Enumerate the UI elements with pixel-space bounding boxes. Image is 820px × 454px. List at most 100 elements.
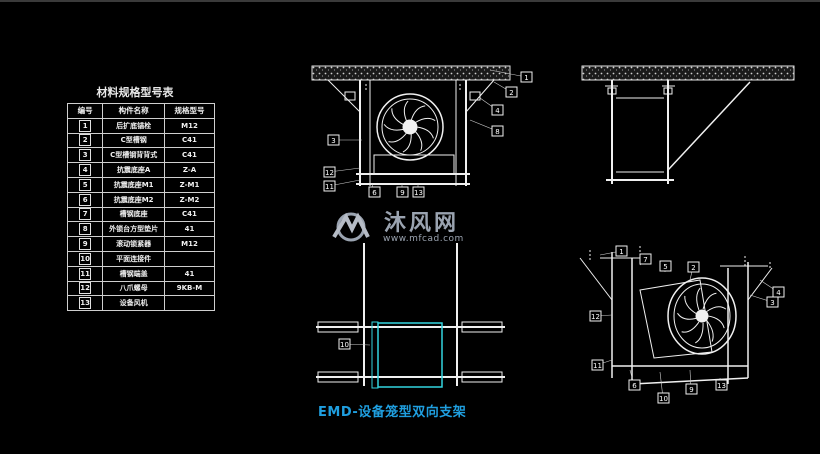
- callout-iso-view-5: 5: [659, 260, 672, 272]
- callout-box: [368, 186, 381, 198]
- callout-number: 8: [495, 128, 499, 136]
- callout-number: 1: [619, 248, 623, 256]
- row-number-cell: 13: [66, 295, 104, 312]
- callout-iso-view-4: 4: [759, 279, 785, 298]
- iso-base-rail-2: [631, 377, 749, 385]
- callout-number: 9: [400, 189, 404, 197]
- bottom-left-base-clip: [317, 371, 359, 383]
- callout-number: 4: [495, 107, 500, 115]
- drawing-caption: EMD-设备笼型双向支架: [318, 405, 467, 420]
- watermark-url: www.mfcad.com: [383, 234, 464, 244]
- callout-front-view-12: 12: [323, 166, 361, 178]
- fan-blade: [383, 124, 404, 131]
- callout-number: 2: [509, 89, 513, 97]
- callout-front-view-11: 11: [323, 179, 361, 192]
- row-spec: [164, 295, 215, 312]
- callout-iso-view-3: 3: [749, 294, 779, 308]
- front-right-brace-plate: [469, 91, 481, 101]
- callout-leader: [489, 69, 527, 78]
- callout-number: 7: [643, 256, 647, 264]
- header-number: 编号: [66, 103, 104, 119]
- callout-box: [659, 260, 672, 272]
- row-number-box: 12: [79, 282, 92, 295]
- iso-fan-blades: [677, 287, 727, 344]
- fan-blade: [706, 320, 714, 342]
- callout-box: [412, 186, 425, 198]
- callout-front-view-4: 4: [479, 97, 504, 116]
- callout-box: [323, 166, 336, 178]
- iso-fan-inner-ring: [673, 283, 731, 349]
- row-number-box: 13: [79, 297, 92, 310]
- callout-number: 13: [414, 189, 423, 197]
- callout-number: 9: [689, 386, 693, 394]
- row-number-box: 2: [79, 134, 92, 147]
- row-number-box: 10: [79, 252, 92, 265]
- front-fan-base: [373, 154, 455, 175]
- table-title: 材料规格型号表: [96, 86, 174, 99]
- callout-box: [591, 359, 604, 371]
- side-concrete-slab: [581, 65, 795, 81]
- side-right-bracket: [663, 87, 673, 95]
- callout-front-view-6: 6: [368, 183, 381, 198]
- bottom-fan-flange: [371, 321, 379, 389]
- fan-blade: [702, 292, 717, 310]
- fan-blade: [416, 126, 434, 139]
- callout-box: [338, 338, 351, 350]
- callout-box: [715, 379, 728, 391]
- callout-box: [628, 379, 641, 391]
- bottom-left-clip: [317, 321, 359, 333]
- callout-box: [323, 180, 336, 192]
- fan-hub: [402, 119, 418, 135]
- row-number-box: 4: [79, 164, 92, 177]
- iso-fan-ring: [667, 277, 737, 355]
- callout-number: 10: [659, 395, 668, 403]
- callout-box: [766, 296, 779, 308]
- callout-box: [687, 261, 700, 273]
- front-left-brace-plate: [344, 91, 356, 101]
- bottom-right-clip: [461, 321, 503, 333]
- front-left-brace: [327, 79, 361, 113]
- callout-box: [520, 71, 533, 83]
- callout-box: [327, 134, 340, 146]
- fan-blade: [410, 105, 426, 121]
- fan-outer-ring: [376, 93, 444, 161]
- callout-number: 3: [770, 299, 774, 307]
- front-view: [311, 65, 511, 186]
- row-number-box: 8: [79, 223, 92, 236]
- callout-box: [685, 383, 698, 395]
- callout-iso-view-11: 11: [591, 359, 613, 371]
- callout-number: 11: [593, 362, 602, 370]
- callout-number: 6: [632, 382, 637, 390]
- callout-iso-view-10: 10: [657, 371, 670, 404]
- callout-front-view-1: 1: [489, 69, 533, 83]
- fan-blade: [388, 132, 407, 143]
- row-number-box: 6: [79, 193, 92, 206]
- fan-blade: [403, 100, 409, 122]
- iso-fan-hub: [695, 309, 709, 323]
- side-diagonal-brace: [667, 81, 751, 171]
- row-number-box: 11: [79, 267, 92, 280]
- callout-front-view-2: 2: [493, 81, 518, 98]
- side-left-bracket: [607, 87, 617, 95]
- callout-number: 1: [524, 74, 528, 82]
- row-number-cell: 3: [66, 147, 104, 164]
- callout-box: [396, 186, 409, 198]
- callout-box: [657, 392, 670, 404]
- callout-front-view-3: 3: [327, 134, 362, 146]
- iso-right-brace: [747, 267, 773, 301]
- fan-blade: [677, 312, 697, 320]
- fan-blade: [684, 295, 697, 315]
- bottom-right-base-clip: [461, 371, 503, 383]
- callout-iso-view-1: 1: [599, 245, 628, 257]
- callout-number: 11: [325, 183, 334, 191]
- callout-number: 3: [331, 137, 335, 145]
- callout-number: 13: [717, 382, 726, 390]
